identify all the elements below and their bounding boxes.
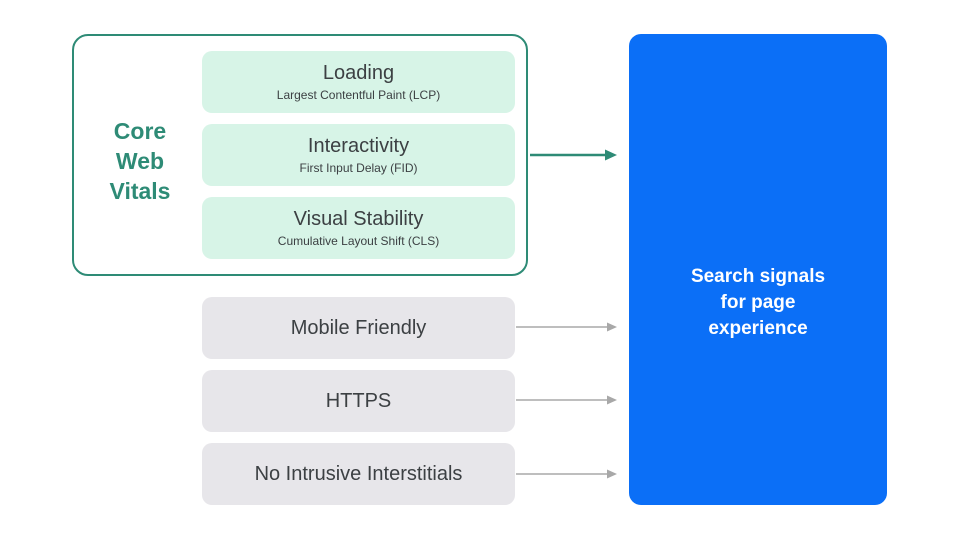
signal-no-intrusive-interstitials: No Intrusive Interstitials	[202, 443, 515, 505]
metric-loading-title: Loading	[322, 61, 395, 84]
signal-mobile-friendly: Mobile Friendly	[202, 297, 515, 359]
metric-visual-stability: Visual Stability Cumulative Layout Shift…	[202, 197, 515, 259]
core-web-vitals-arrow	[530, 149, 617, 161]
signal-https: HTTPS	[202, 370, 515, 432]
page-experience-target-box: Search signals for page experience	[629, 34, 887, 505]
metric-loading-subtitle: Largest Contentful Paint (LCP)	[276, 87, 441, 102]
metric-interactivity-subtitle: First Input Delay (FID)	[299, 160, 418, 175]
metric-interactivity: Interactivity First Input Delay (FID)	[202, 124, 515, 186]
metric-interactivity-title: Interactivity	[307, 134, 410, 157]
metric-loading: Loading Largest Contentful Paint (LCP)	[202, 51, 515, 113]
no-intrusive-interstitials-arrow	[516, 469, 617, 479]
core-web-vitals-label: Core Web Vitals	[109, 118, 171, 204]
https-arrow	[516, 395, 617, 405]
metric-visual-stability-title: Visual Stability	[293, 207, 424, 230]
page-experience-target-label: Search signals for page experience	[690, 266, 826, 339]
mobile-friendly-arrow	[516, 322, 617, 332]
metric-visual-stability-subtitle: Cumulative Layout Shift (CLS)	[277, 233, 440, 248]
